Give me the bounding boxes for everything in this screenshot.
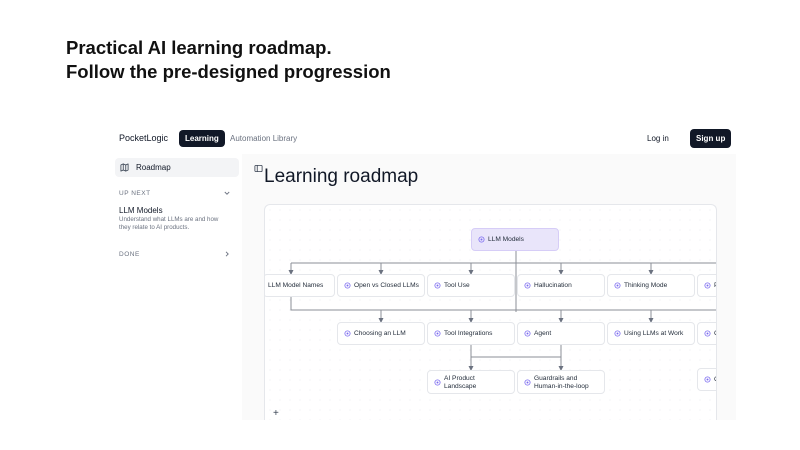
signup-button[interactable]: Sign up [690, 129, 732, 148]
node-label: Thinking Mode [624, 282, 668, 289]
roadmap-node-agent[interactable]: Agent [517, 322, 605, 345]
node-status-icon [704, 330, 711, 337]
roadmap-node-llm-model-names[interactable]: LLM Model Names [265, 274, 335, 297]
node-label: Choosing an LLM [354, 330, 406, 337]
roadmap-node-choosing-an-llm[interactable]: Choosing an LLM [337, 322, 425, 345]
node-status-icon [524, 379, 531, 386]
node-status-icon [478, 236, 485, 243]
done-label[interactable]: DONE [119, 251, 140, 258]
roadmap-node-partial-c2[interactable]: C [697, 368, 716, 391]
app-window: PocketLogic Learning Automation Library … [110, 124, 736, 420]
node-status-icon [524, 282, 531, 289]
node-label: Open vs Closed LLMs [354, 282, 419, 289]
node-label: C [714, 330, 716, 338]
node-status-icon [344, 282, 351, 289]
roadmap-node-partial-c1[interactable]: C [697, 322, 716, 345]
node-label: Using LLMs at Work [624, 330, 684, 337]
roadmap-node-tool-integrations[interactable]: Tool Integrations [427, 322, 515, 345]
sidebar-item-roadmap[interactable]: Roadmap [115, 158, 239, 177]
roadmap-node-hallucination[interactable]: Hallucination [517, 274, 605, 297]
sidebar-toggle-icon[interactable] [254, 164, 263, 173]
roadmap-canvas[interactable]: LLM Models LLM Model Names Open vs Close… [264, 204, 717, 420]
node-label: AI Product Landscape [444, 375, 477, 390]
roadmap-node-guardrails[interactable]: Guardrails and Human-in-the-loop [517, 370, 605, 394]
login-link[interactable]: Log in [647, 134, 669, 143]
node-label: P [714, 282, 716, 290]
node-label: Guardrails and Human-in-the-loop [534, 375, 589, 390]
map-icon [120, 163, 129, 172]
roadmap-node-partial-p[interactable]: P [697, 274, 716, 297]
headline-line-1: Practical AI learning roadmap. [66, 37, 332, 58]
page-title: Learning roadmap [264, 166, 419, 187]
node-label: LLM Models [488, 236, 524, 243]
node-status-icon [434, 379, 441, 386]
roadmap-node-ai-product-landscape[interactable]: AI Product Landscape [427, 370, 515, 394]
up-next-item-description: Understand what LLMs are and how they re… [119, 216, 219, 231]
node-status-icon [434, 282, 441, 289]
roadmap-node-root[interactable]: LLM Models [471, 228, 559, 251]
node-status-icon [704, 282, 711, 289]
node-label: Tool Use [444, 282, 470, 289]
nav-learning[interactable]: Learning [179, 130, 225, 147]
roadmap-edges [288, 249, 716, 371]
node-status-icon [434, 330, 441, 337]
node-label: Hallucination [534, 282, 572, 289]
nav-automation-library[interactable]: Automation Library [230, 134, 298, 143]
up-next-label[interactable]: UP NEXT [119, 190, 151, 197]
node-status-icon [614, 330, 621, 337]
headline: Practical AI learning roadmap. Follow th… [66, 36, 391, 84]
sidebar-item-label: Roadmap [136, 163, 171, 172]
main-content: Learning roadmap [242, 154, 736, 420]
headline-line-2: Follow the pre-designed progression [66, 61, 391, 82]
node-label: Tool Integrations [444, 330, 493, 337]
node-status-icon [344, 330, 351, 337]
roadmap-node-open-vs-closed[interactable]: Open vs Closed LLMs [337, 274, 425, 297]
node-status-icon [524, 330, 531, 337]
top-bar: PocketLogic Learning Automation Library … [110, 124, 736, 154]
up-next-item-title[interactable]: LLM Models [119, 206, 163, 215]
roadmap-node-using-llms-at-work[interactable]: Using LLMs at Work [607, 322, 695, 345]
chevron-down-icon[interactable] [223, 189, 231, 197]
node-label: LLM Model Names [268, 282, 324, 289]
node-label: C [714, 376, 716, 384]
node-label: Agent [534, 330, 552, 337]
node-status-icon [614, 282, 621, 289]
add-icon[interactable]: + [273, 408, 279, 419]
sidebar: Roadmap UP NEXT LLM Models Understand wh… [110, 154, 242, 420]
chevron-right-icon[interactable] [223, 250, 231, 258]
node-status-icon [704, 376, 711, 383]
roadmap-node-thinking-mode[interactable]: Thinking Mode [607, 274, 695, 297]
brand-logo[interactable]: PocketLogic [119, 133, 169, 143]
roadmap-node-tool-use[interactable]: Tool Use [427, 274, 515, 297]
